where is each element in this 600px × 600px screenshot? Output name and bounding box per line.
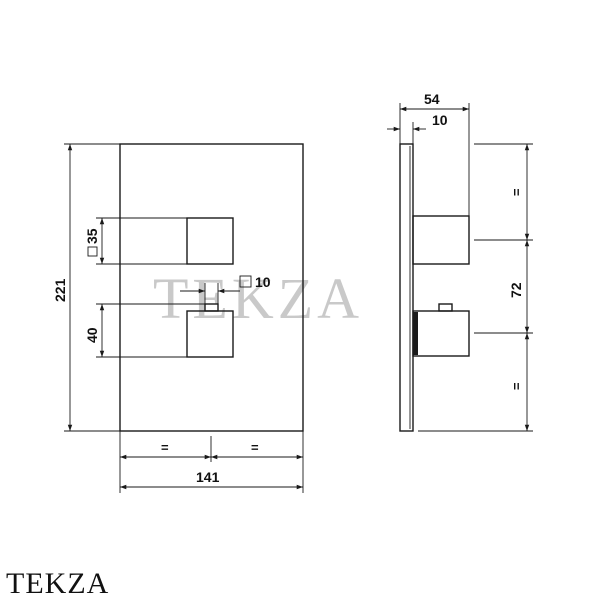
upper-equal-label: = bbox=[509, 188, 524, 196]
lower-equal-label: = bbox=[509, 382, 524, 390]
side-lower-knob-shade bbox=[413, 312, 418, 355]
depth-label: 54 bbox=[424, 91, 440, 107]
side-plate bbox=[399, 143, 414, 432]
knob-size-label: 35 bbox=[84, 228, 100, 244]
knob-gap-label: 40 bbox=[84, 327, 100, 343]
side-view: 54 10 = 72 = bbox=[387, 91, 533, 432]
width-label: 141 bbox=[196, 469, 220, 485]
plate-label: 10 bbox=[432, 112, 448, 128]
front-view: 221 35 40 10 = = 141 bbox=[52, 143, 304, 493]
half-left-label: = bbox=[161, 440, 169, 455]
brand-logo-text: TEKZA bbox=[6, 567, 109, 600]
spindle-label: 10 bbox=[255, 274, 271, 290]
front-upper-knob bbox=[186, 217, 234, 265]
front-plate bbox=[119, 143, 304, 432]
spindle-square-symbol-icon bbox=[239, 275, 252, 288]
height-label: 221 bbox=[52, 278, 68, 302]
center-label: 72 bbox=[508, 282, 524, 298]
side-lower-knob bbox=[412, 310, 470, 357]
side-upper-knob bbox=[412, 215, 470, 265]
front-spindle bbox=[204, 303, 219, 312]
side-spindle bbox=[438, 303, 453, 312]
half-right-label: = bbox=[251, 440, 259, 455]
square-symbol-icon bbox=[87, 246, 98, 257]
